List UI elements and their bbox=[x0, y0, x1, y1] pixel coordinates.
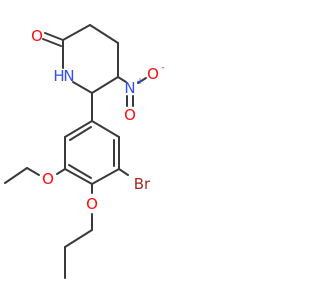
ethoxy-oxygen-lower-label: O bbox=[86, 195, 98, 213]
bond-ar5-o-upper bbox=[56, 168, 66, 175]
bond-c5-nitro-n bbox=[117, 76, 127, 83]
nitro-nitrogen-label: N bbox=[124, 79, 135, 97]
ring-nitrogen-h-label: H bbox=[53, 67, 64, 85]
nitro-plus-charge: + bbox=[136, 77, 144, 87]
ethoxy-oxygen-upper-label: O bbox=[42, 170, 54, 188]
bond-c2-o-1 bbox=[44, 32, 64, 41]
bond-ar4-ar5 bbox=[64, 168, 93, 185]
bond-ar6-ar1-inner bbox=[69, 126, 92, 141]
carbonyl-oxygen-label: O bbox=[31, 27, 43, 45]
bond-nitro-n-o-top bbox=[137, 77, 147, 84]
bond-ch2-ch3-upper bbox=[4, 167, 28, 184]
bond-c3-c4 bbox=[89, 24, 119, 44]
bond-ch2-ch3-lower bbox=[64, 229, 93, 248]
bond-ar3-ar4 bbox=[91, 168, 120, 185]
bond-ar1-ar2 bbox=[91, 120, 120, 138]
bond-ar6-ar1 bbox=[64, 120, 93, 138]
bond-c5-c6 bbox=[91, 76, 119, 94]
nitro-oxygen-bottom-label: O bbox=[124, 106, 136, 124]
bond-ar3-br bbox=[118, 168, 129, 176]
nitro-oxygen-top-label: O bbox=[147, 65, 159, 83]
bond-o-upper-ch2 bbox=[26, 167, 40, 176]
structure-svg: O H N N + O - O O O Br bbox=[4, 24, 165, 279]
bond-c2-o-2 bbox=[42, 38, 62, 47]
bond-c2-c3 bbox=[62, 24, 91, 41]
bond-c6-n1 bbox=[72, 81, 93, 94]
bromine-label: Br bbox=[134, 175, 151, 193]
ring-nitrogen-label: N bbox=[63, 67, 74, 85]
molecule-diagram: O H N N + O - O O O Br bbox=[4, 24, 165, 279]
bond-ar4-ar5-inner bbox=[68, 164, 92, 179]
nitro-oxygen-minus-charge: - bbox=[161, 63, 164, 73]
